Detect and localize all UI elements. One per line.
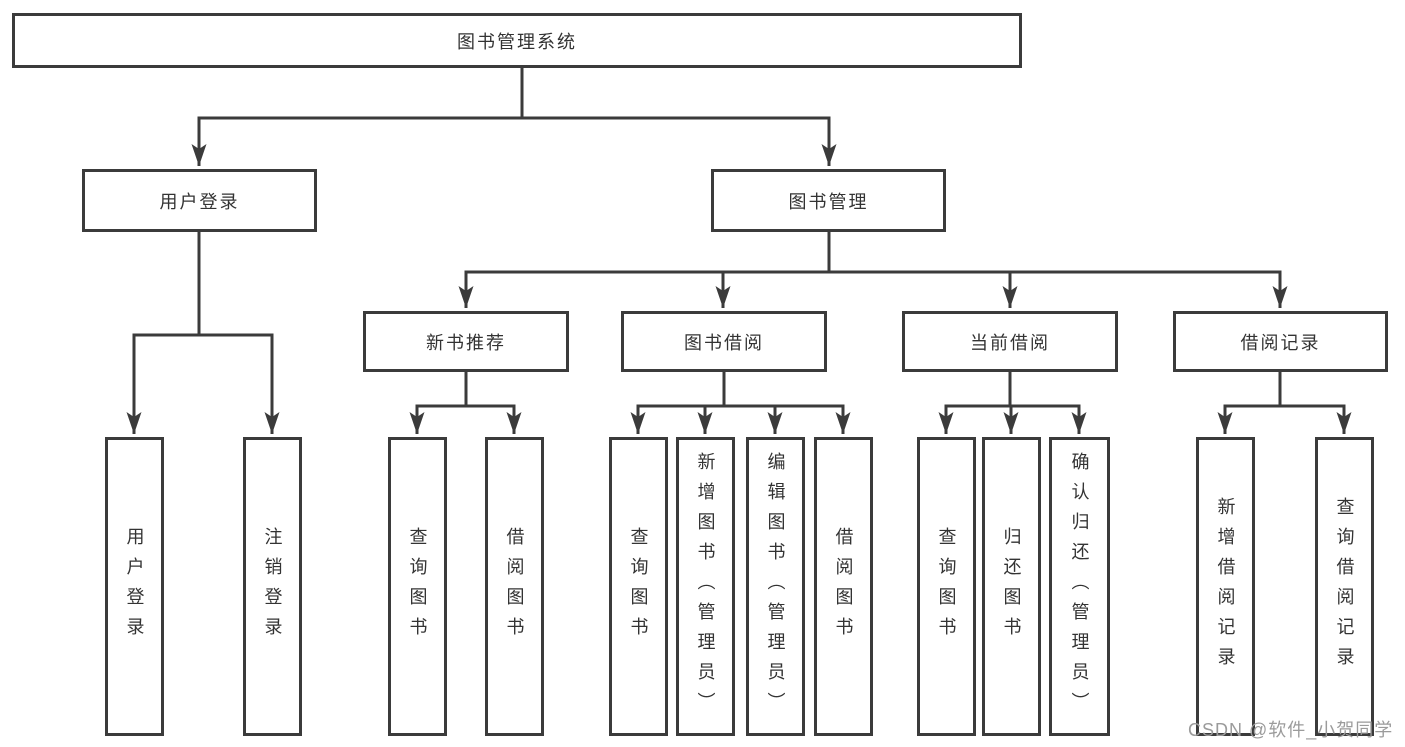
leaf-borrow-books: 借阅图书 bbox=[814, 437, 873, 736]
leaf-borrow-books-label: 借阅图书 bbox=[833, 526, 854, 647]
node-user-login: 用户登录 bbox=[82, 169, 317, 232]
leaf-query-books-current-label: 查询图书 bbox=[936, 526, 957, 647]
leaf-query-borrow-record: 查询借阅记录 bbox=[1315, 437, 1374, 736]
node-book-borrow: 图书借阅 bbox=[621, 311, 827, 372]
node-book-borrow-label: 图书借阅 bbox=[684, 332, 764, 353]
node-current-borrow-label: 当前借阅 bbox=[970, 332, 1050, 353]
leaf-query-borrow-record-label: 查询借阅记录 bbox=[1334, 496, 1355, 677]
csdn-watermark: CSDN @软件_小贺同学 bbox=[1188, 720, 1394, 740]
node-book-management-label: 图书管理 bbox=[788, 191, 869, 212]
leaf-query-books-borrow: 查询图书 bbox=[609, 437, 668, 736]
leaf-return-book-label: 归还图书 bbox=[1001, 526, 1022, 647]
leaf-edit-book-admin: 编辑图书（管理员） bbox=[746, 437, 805, 736]
node-borrow-records-label: 借阅记录 bbox=[1240, 332, 1321, 353]
node-borrow-records: 借阅记录 bbox=[1173, 311, 1388, 372]
leaf-query-books-recommend-label: 查询图书 bbox=[407, 526, 428, 647]
node-root: 图书管理系统 bbox=[12, 13, 1022, 68]
leaf-return-book: 归还图书 bbox=[982, 437, 1041, 736]
node-new-book-recommend: 新书推荐 bbox=[363, 311, 569, 372]
node-user-login-label: 用户登录 bbox=[159, 191, 240, 212]
leaf-borrow-books-recommend: 借阅图书 bbox=[485, 437, 544, 736]
leaf-add-book-admin-label: 新增图书（管理员） bbox=[695, 451, 716, 722]
leaf-logout: 注销登录 bbox=[243, 437, 302, 736]
leaf-add-borrow-record: 新增借阅记录 bbox=[1196, 437, 1255, 736]
leaf-confirm-return-admin-label: 确认归还（管理员） bbox=[1069, 451, 1090, 722]
leaf-add-book-admin: 新增图书（管理员） bbox=[676, 437, 735, 736]
node-book-management: 图书管理 bbox=[711, 169, 946, 232]
leaf-borrow-books-recommend-label: 借阅图书 bbox=[504, 526, 525, 647]
leaf-edit-book-admin-label: 编辑图书（管理员） bbox=[765, 451, 786, 722]
leaf-query-books-borrow-label: 查询图书 bbox=[628, 526, 649, 647]
leaf-add-borrow-record-label: 新增借阅记录 bbox=[1215, 496, 1236, 677]
leaf-query-books-current: 查询图书 bbox=[917, 437, 976, 736]
node-root-label: 图书管理系统 bbox=[457, 31, 577, 52]
leaf-query-books-recommend: 查询图书 bbox=[388, 437, 447, 736]
leaf-user-login-label: 用户登录 bbox=[124, 526, 145, 647]
node-current-borrow: 当前借阅 bbox=[902, 311, 1118, 372]
leaf-logout-label: 注销登录 bbox=[262, 526, 283, 647]
leaf-confirm-return-admin: 确认归还（管理员） bbox=[1049, 437, 1110, 736]
node-new-book-recommend-label: 新书推荐 bbox=[426, 332, 506, 353]
leaf-user-login: 用户登录 bbox=[105, 437, 164, 736]
